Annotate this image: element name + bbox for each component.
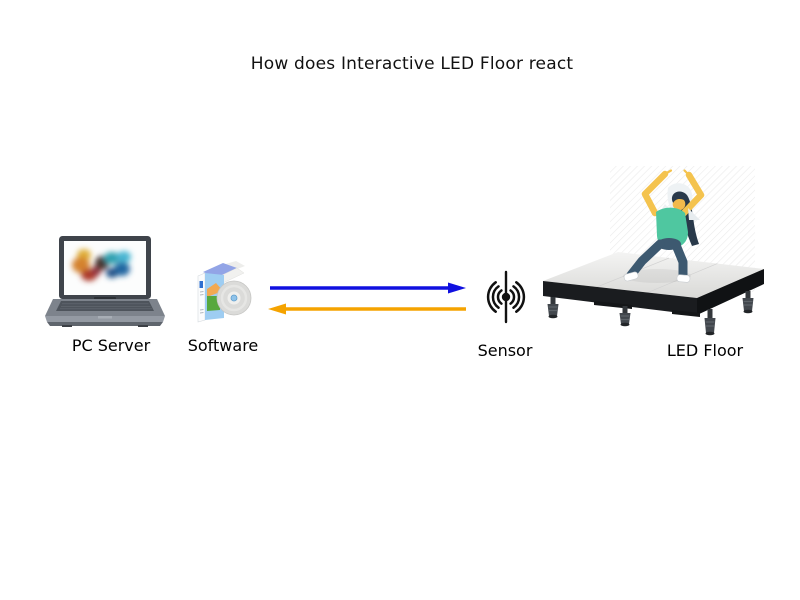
platform (543, 252, 764, 336)
forward-arrow (270, 282, 466, 294)
platform-leg (547, 297, 559, 319)
software-label: Software (187, 336, 259, 355)
led-floor-label: LED Floor (666, 341, 744, 360)
sensor-label: Sensor (477, 341, 533, 360)
diagram-title: How does Interactive LED Floor react (250, 54, 574, 74)
software-box-icon (197, 261, 252, 323)
platform-leg (619, 306, 631, 327)
signal-antenna-icon (486, 270, 526, 324)
dancer-figure (623, 169, 705, 283)
pc-server-label: PC Server (71, 336, 151, 355)
data-flow-arrows (268, 282, 466, 315)
laptop-icon (45, 236, 165, 327)
return-arrow (268, 303, 466, 315)
led-dance-floor-icon (543, 166, 764, 336)
platform-leg (742, 291, 754, 314)
platform-leg (704, 309, 716, 336)
